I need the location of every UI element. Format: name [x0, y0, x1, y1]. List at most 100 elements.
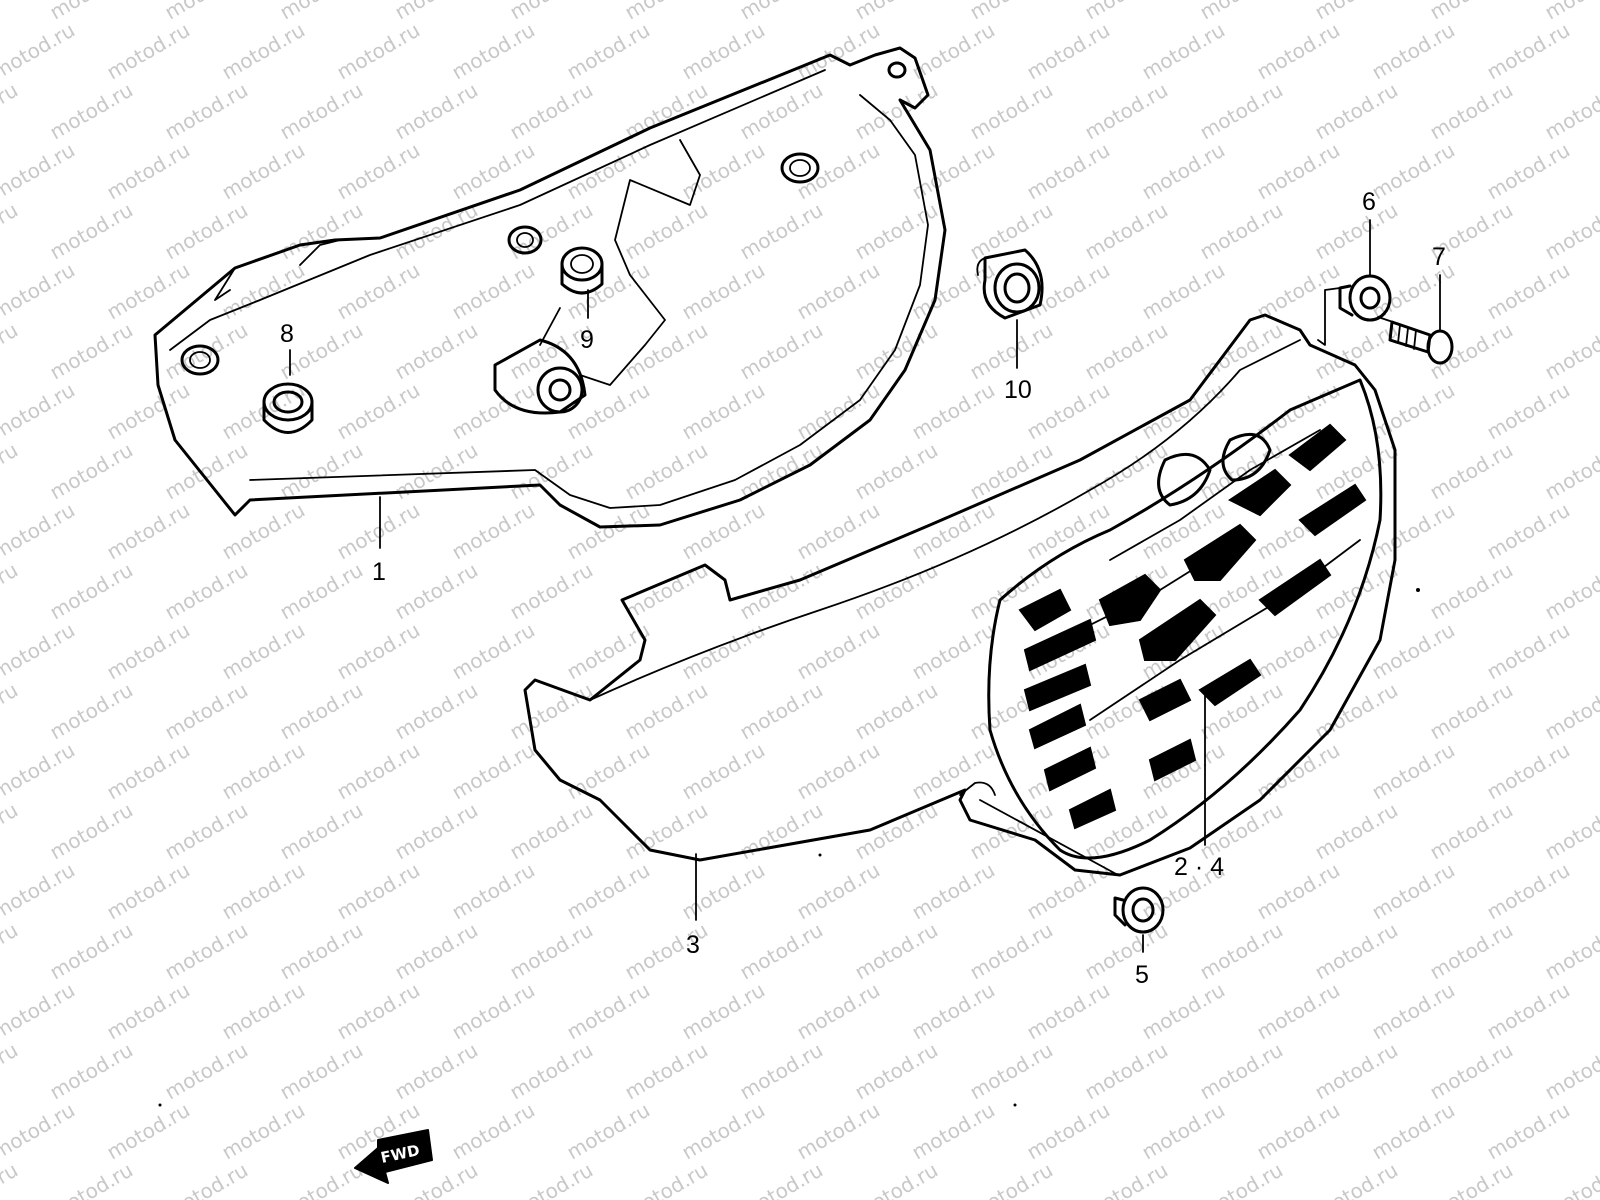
- watermark-text: motod.ru: [46, 1158, 137, 1200]
- watermark-text: motod.ru: [736, 1038, 827, 1105]
- watermark-text: motod.ru: [1253, 618, 1344, 685]
- watermark-text: motod.ru: [678, 1098, 769, 1165]
- watermark-text: motod.ru: [1081, 78, 1172, 145]
- watermark-text: motod.ru: [0, 738, 79, 805]
- watermark-text: motod.ru: [0, 0, 22, 24]
- watermark-text: motod.ru: [621, 0, 712, 24]
- watermark-text: motod.ru: [0, 678, 22, 745]
- watermark-text: motod.ru: [1483, 138, 1574, 205]
- watermark-text: motod.ru: [1483, 738, 1574, 805]
- watermark-text: motod.ru: [1483, 978, 1574, 1045]
- watermark-text: motod.ru: [161, 678, 252, 745]
- watermark-text: motod.ru: [1483, 258, 1574, 325]
- watermark-text: motod.ru: [1196, 1038, 1287, 1105]
- watermark-text: motod.ru: [1483, 18, 1574, 85]
- watermark-text: motod.ru: [506, 798, 597, 865]
- watermark-text: motod.ru: [0, 558, 22, 625]
- watermark-text: motod.ru: [1081, 0, 1172, 24]
- watermark-text: motod.ru: [448, 18, 539, 85]
- watermark-text: motod.ru: [1541, 798, 1600, 865]
- watermark-text: motod.ru: [1023, 498, 1114, 565]
- watermark-text: motod.ru: [333, 858, 424, 925]
- callout-9: 9: [580, 326, 594, 354]
- watermark-text: motod.ru: [908, 138, 999, 205]
- watermark-text: motod.ru: [103, 498, 194, 565]
- watermark-text: motod.ru: [276, 1158, 367, 1200]
- watermark-text: motod.ru: [563, 18, 654, 85]
- watermark-text: motod.ru: [678, 138, 769, 205]
- watermark-text: motod.ru: [1483, 1098, 1574, 1165]
- watermark-text: motod.ru: [736, 1158, 827, 1200]
- watermark-text: motod.ru: [736, 558, 827, 625]
- watermark-text: motod.ru: [793, 258, 884, 325]
- watermark-text: motod.ru: [0, 618, 79, 685]
- watermark-text: motod.ru: [333, 978, 424, 1045]
- watermark-text: motod.ru: [966, 918, 1057, 985]
- watermark-text: motod.ru: [0, 918, 22, 985]
- watermark-text: motod.ru: [851, 0, 942, 24]
- watermark-text: motod.ru: [161, 798, 252, 865]
- watermark-text: motod.ru: [908, 618, 999, 685]
- watermark-text: motod.ru: [0, 18, 79, 85]
- watermark-text: motod.ru: [276, 558, 367, 625]
- watermark-text: motod.ru: [161, 198, 252, 265]
- watermark-text: motod.ru: [851, 1158, 942, 1200]
- watermark-text: motod.ru: [391, 318, 482, 385]
- watermark-text: motod.ru: [678, 258, 769, 325]
- watermark-text: motod.ru: [966, 198, 1057, 265]
- watermark-text: motod.ru: [1311, 1158, 1402, 1200]
- watermark-text: motod.ru: [276, 1038, 367, 1105]
- watermark-text: motod.ru: [736, 0, 827, 24]
- watermark-text: motod.ru: [0, 978, 79, 1045]
- watermark-text: motod.ru: [391, 678, 482, 745]
- watermark-text: motod.ru: [218, 618, 309, 685]
- watermark-text: motod.ru: [103, 378, 194, 445]
- watermark-text: motod.ru: [1311, 798, 1402, 865]
- watermark-text: motod.ru: [1081, 318, 1172, 385]
- watermark-text: motod.ru: [46, 558, 137, 625]
- watermark-text: motod.ru: [736, 678, 827, 745]
- watermark-text: motod.ru: [1253, 858, 1344, 925]
- callout-6: 6: [1362, 188, 1376, 216]
- watermark-text: motod.ru: [391, 558, 482, 625]
- watermark-text: motod.ru: [1023, 978, 1114, 1045]
- watermark-text: motod.ru: [1541, 438, 1600, 505]
- watermark-text: motod.ru: [448, 258, 539, 325]
- watermark-text: motod.ru: [506, 1158, 597, 1200]
- watermark-text: motod.ru: [563, 858, 654, 925]
- watermark-text: motod.ru: [161, 918, 252, 985]
- watermark-text: motod.ru: [103, 1098, 194, 1165]
- watermark-text: motod.ru: [1541, 318, 1600, 385]
- watermark-text: motod.ru: [851, 678, 942, 745]
- watermark-text: motod.ru: [333, 378, 424, 445]
- watermark-text: motod.ru: [1541, 198, 1600, 265]
- watermark-text: motod.ru: [218, 978, 309, 1045]
- grommet-10: [976, 248, 1044, 320]
- watermark-text: motod.ru: [793, 138, 884, 205]
- watermark-text: motod.ru: [506, 0, 597, 24]
- watermark-text: motod.ru: [1023, 378, 1114, 445]
- callout-3: 3: [686, 931, 700, 959]
- watermark-text: motod.ru: [793, 738, 884, 805]
- watermark-text: motod.ru: [0, 138, 79, 205]
- watermark-text: motod.ru: [506, 1038, 597, 1105]
- watermark-text: motod.ru: [1253, 18, 1344, 85]
- watermark-text: motod.ru: [333, 138, 424, 205]
- watermark-text: motod.ru: [1023, 858, 1114, 925]
- watermark-text: motod.ru: [333, 618, 424, 685]
- watermark-text: motod.ru: [46, 318, 137, 385]
- watermark-text: motod.ru: [1426, 678, 1517, 745]
- watermark-text: motod.ru: [448, 618, 539, 685]
- watermark-text: motod.ru: [276, 0, 367, 24]
- watermark-text: motod.ru: [678, 498, 769, 565]
- watermark-text: motod.ru: [793, 858, 884, 925]
- watermark-text: motod.ru: [391, 918, 482, 985]
- watermark-text: motod.ru: [1541, 78, 1600, 145]
- grommet-5: [1113, 886, 1165, 934]
- watermark-text: motod.ru: [333, 18, 424, 85]
- watermark-text: motod.ru: [678, 18, 769, 85]
- watermark-text: motod.ru: [851, 558, 942, 625]
- watermark-text: motod.ru: [563, 378, 654, 445]
